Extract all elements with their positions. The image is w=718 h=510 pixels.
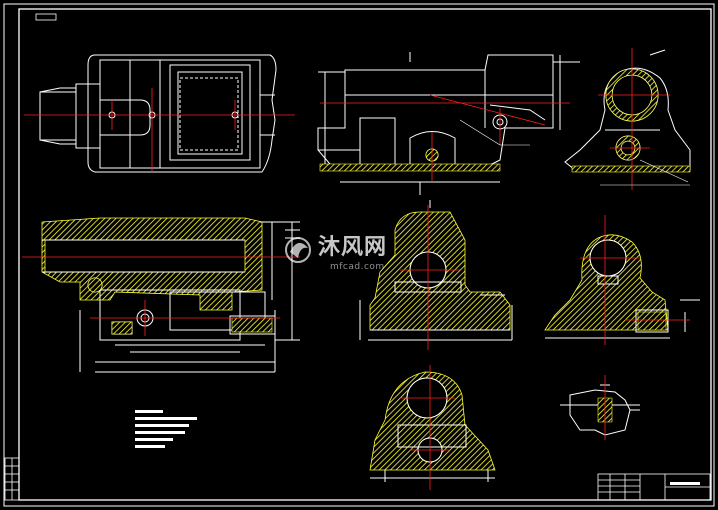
side-view xyxy=(564,48,691,190)
front-view xyxy=(317,52,580,195)
section-view-b xyxy=(544,215,700,345)
watermark-url: mfcad.com xyxy=(330,262,385,272)
mufeng-logo-icon xyxy=(285,237,311,263)
drawing-frame xyxy=(3,3,715,507)
longitudinal-section xyxy=(22,217,300,373)
binding-strip xyxy=(4,457,20,501)
technical-notes xyxy=(135,410,197,448)
watermark-text: 沐风网 xyxy=(318,235,388,260)
title-block xyxy=(597,473,711,501)
partial-section-view xyxy=(560,375,640,440)
top-view xyxy=(24,54,295,173)
section-view-c xyxy=(369,365,496,490)
section-view-a xyxy=(359,200,513,350)
